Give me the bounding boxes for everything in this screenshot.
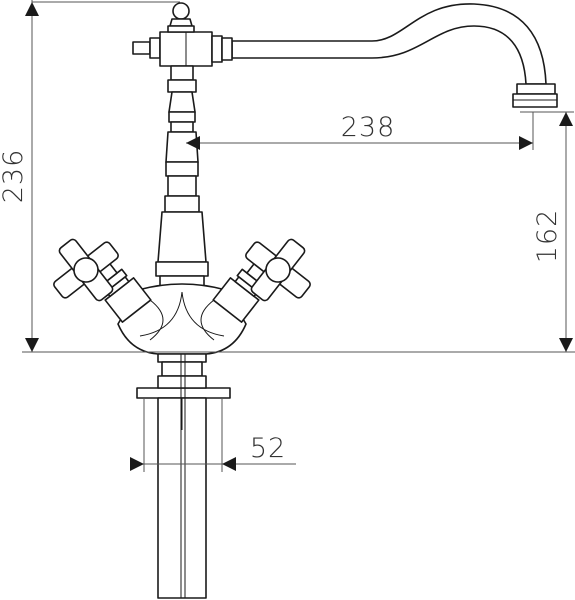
dimension-spout-reach: 238: [186, 112, 534, 150]
faucet-outline: [53, 2, 558, 599]
spout-height-label: 162: [532, 209, 563, 264]
mounting-shank: [136, 353, 231, 599]
top-cross-body: [132, 31, 233, 67]
right-handle: [212, 238, 311, 323]
spout-reach-label: 238: [341, 112, 396, 143]
base-diameter-label: 52: [250, 433, 286, 464]
spout-aerator: [512, 83, 558, 108]
top-finial: [167, 2, 195, 33]
total-height-label: 236: [0, 149, 29, 204]
dimension-spout-height: 162: [520, 111, 574, 352]
column: [155, 65, 209, 287]
spout-arm: [231, 3, 547, 85]
left-handle: [53, 238, 152, 323]
dimension-base-diameter: 52: [130, 398, 296, 472]
dimension-total-height: 236: [0, 0, 180, 352]
